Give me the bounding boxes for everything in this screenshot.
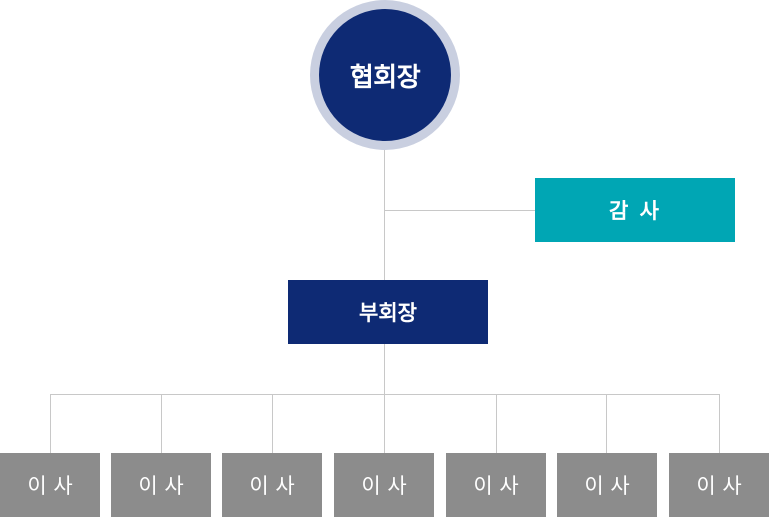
director-label: 이 사: [696, 474, 742, 498]
director-node-3: 이 사: [222, 453, 322, 517]
director-label: 이 사: [584, 474, 630, 498]
auditor-node: 감 사: [535, 178, 735, 242]
director-label: 이 사: [473, 474, 519, 498]
director-node-1: 이 사: [0, 453, 100, 517]
connector-director-4: [384, 394, 385, 453]
connector-vice-directors: [384, 344, 385, 394]
director-node-7: 이 사: [669, 453, 769, 517]
director-node-2: 이 사: [111, 453, 211, 517]
director-node-4: 이 사: [334, 453, 434, 517]
connector-auditor: [385, 210, 535, 211]
connector-director-7: [719, 394, 720, 453]
president-label: 협회장: [349, 62, 421, 93]
connector-president-vice: [384, 150, 385, 280]
president-node: 협회장: [319, 9, 451, 141]
connector-director-3: [272, 394, 273, 453]
connector-director-6: [606, 394, 607, 453]
director-label: 이 사: [27, 474, 73, 498]
vice-president-label: 부회장: [359, 301, 417, 325]
auditor-label: 감 사: [609, 199, 661, 223]
director-node-5: 이 사: [446, 453, 546, 517]
director-label: 이 사: [138, 474, 184, 498]
vice-president-node: 부회장: [288, 280, 488, 344]
connector-directors-horizontal: [50, 394, 720, 395]
connector-director-5: [496, 394, 497, 453]
director-label: 이 사: [361, 474, 407, 498]
connector-director-1: [50, 394, 51, 453]
director-node-6: 이 사: [557, 453, 657, 517]
director-label: 이 사: [249, 474, 295, 498]
connector-director-2: [161, 394, 162, 453]
